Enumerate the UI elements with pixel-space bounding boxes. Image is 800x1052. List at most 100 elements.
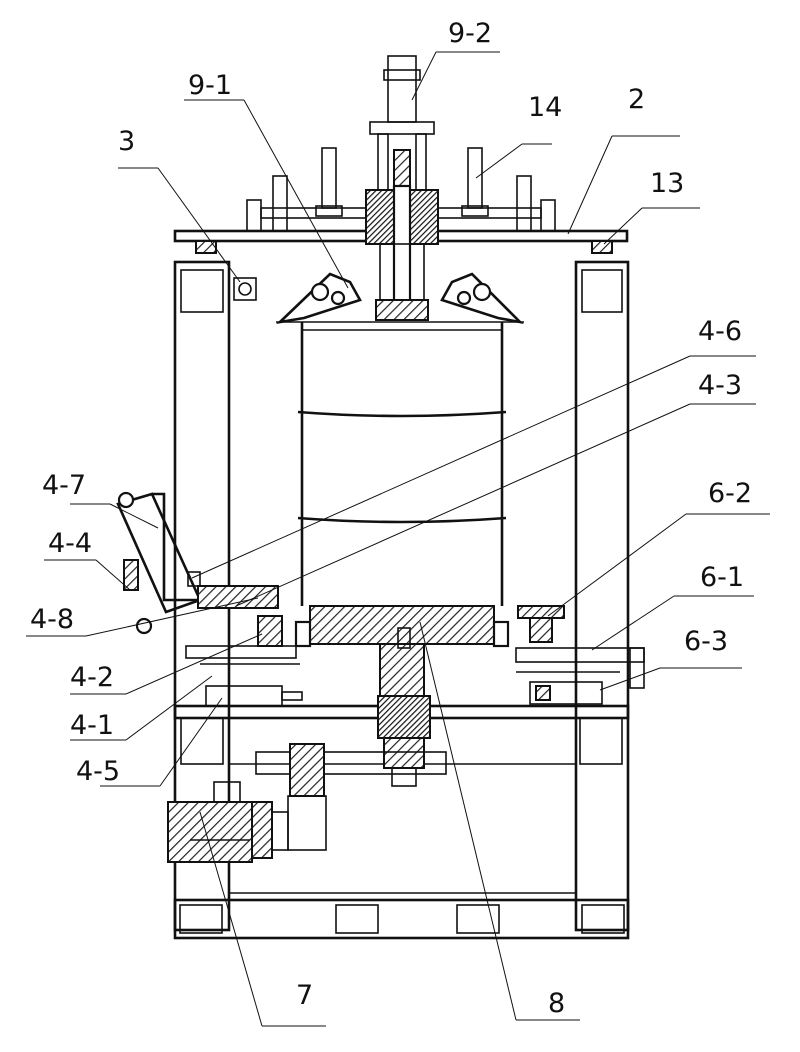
leader-13 xyxy=(603,207,643,245)
motor-body xyxy=(167,801,253,863)
drum xyxy=(297,322,507,606)
sensor-box xyxy=(233,277,257,301)
center-shaft xyxy=(392,184,412,312)
frame xyxy=(173,229,630,940)
label-13: 13 xyxy=(650,168,684,199)
leader-2 xyxy=(567,135,613,235)
turntable-disc xyxy=(309,605,495,645)
bracket-right-2 xyxy=(540,199,556,232)
leader-9-1 xyxy=(243,99,349,289)
label-14: 14 xyxy=(528,92,562,123)
actuator-sensor xyxy=(187,571,201,587)
leader-6-1 xyxy=(591,595,675,651)
gripper-pin-right-2 xyxy=(456,290,472,306)
leader-4-6 xyxy=(191,355,691,579)
right-cap xyxy=(517,605,565,619)
label-9-2: 9-2 xyxy=(448,18,492,49)
base-beam xyxy=(173,898,630,940)
label-4-4: 4-4 xyxy=(48,528,92,559)
left-mechanism xyxy=(116,491,303,707)
leader-4-1 xyxy=(125,675,213,741)
bracket-left-1 xyxy=(246,199,262,232)
drum-rib-1 xyxy=(297,410,507,418)
motor-coupling xyxy=(271,811,289,851)
gear-hub xyxy=(289,743,325,797)
guide-rod-right xyxy=(467,147,483,209)
cylinder-plate xyxy=(369,121,435,135)
leader-9-2 xyxy=(411,51,437,101)
label-4-7: 4-7 xyxy=(42,470,86,501)
piston-rod xyxy=(393,149,411,187)
part-labels: 9-2 9-1 14 2 3 13 4-6 4-3 4-7 6-2 4-4 6-… xyxy=(30,18,752,1019)
rod-nut-right xyxy=(461,205,489,217)
leader-7 xyxy=(199,811,263,1027)
leader-4-5 xyxy=(159,697,223,787)
label-6-3: 6-3 xyxy=(684,626,728,657)
left-seat xyxy=(195,240,217,254)
drive-gear-plate xyxy=(255,751,447,775)
gripper-pin-left-1 xyxy=(310,282,330,302)
cylinder-leg-right xyxy=(415,133,427,195)
leader-4-4 xyxy=(95,559,131,591)
label-8: 8 xyxy=(548,988,565,1019)
right-support-plate xyxy=(515,647,645,663)
motor-flange xyxy=(251,801,273,859)
label-4-2: 4-2 xyxy=(70,662,114,693)
label-6-2: 6-2 xyxy=(708,478,752,509)
drum-rib-2 xyxy=(297,516,507,524)
top-assembly xyxy=(246,55,556,321)
leader-4-2 xyxy=(125,633,263,695)
left-cylinder xyxy=(205,685,283,707)
label-2: 2 xyxy=(628,84,645,115)
right-column xyxy=(574,260,630,932)
gearbox xyxy=(287,795,327,851)
left-support-plate xyxy=(185,645,297,659)
label-3: 3 xyxy=(118,126,135,157)
label-4-1: 4-1 xyxy=(70,710,114,741)
bracket-left-2 xyxy=(272,175,288,232)
base-box-1 xyxy=(179,904,223,934)
motor xyxy=(167,781,289,863)
bracket-right-1 xyxy=(516,175,532,232)
base-box-2 xyxy=(335,904,379,934)
sensor-knob xyxy=(238,282,252,296)
turntable-roller-left xyxy=(294,620,312,648)
cylinder-leg-left xyxy=(377,133,389,195)
guide-rod-left xyxy=(321,147,337,209)
gripper-arm-left xyxy=(276,272,362,324)
leader-4-8 xyxy=(85,597,259,637)
leader-4-3 xyxy=(235,403,691,607)
arm-pin-top xyxy=(117,491,135,509)
left-column-cap xyxy=(180,269,224,313)
label-6-1: 6-1 xyxy=(700,562,744,593)
gripper-pin-left-2 xyxy=(330,290,346,306)
right-block xyxy=(529,617,553,643)
swing-arm xyxy=(116,492,202,614)
label-4-6: 4-6 xyxy=(698,316,742,347)
gripper xyxy=(276,272,524,325)
label-9-1: 9-1 xyxy=(188,70,232,101)
leader-4-7 xyxy=(109,503,159,529)
left-cylinder-rod xyxy=(281,691,303,701)
label-4-3: 4-3 xyxy=(698,370,742,401)
arm-bracket xyxy=(152,492,200,602)
turntable xyxy=(255,605,510,851)
motor-terminal xyxy=(213,781,241,803)
actuator-body xyxy=(197,585,279,609)
leader-3 xyxy=(157,167,241,283)
label-7: 7 xyxy=(296,980,313,1011)
middle-right-box xyxy=(579,717,623,765)
leader-14 xyxy=(475,143,523,179)
rod-nut-left xyxy=(315,205,343,217)
right-cylinder-head xyxy=(535,685,551,701)
right-column-cap xyxy=(581,269,623,313)
arm-block xyxy=(123,559,139,591)
leader-6-3 xyxy=(599,667,661,691)
leader-8 xyxy=(419,621,517,1021)
base-box-4 xyxy=(581,904,625,934)
leader-lines xyxy=(26,51,770,1027)
right-seat xyxy=(591,240,613,254)
shaft-end xyxy=(375,299,429,321)
